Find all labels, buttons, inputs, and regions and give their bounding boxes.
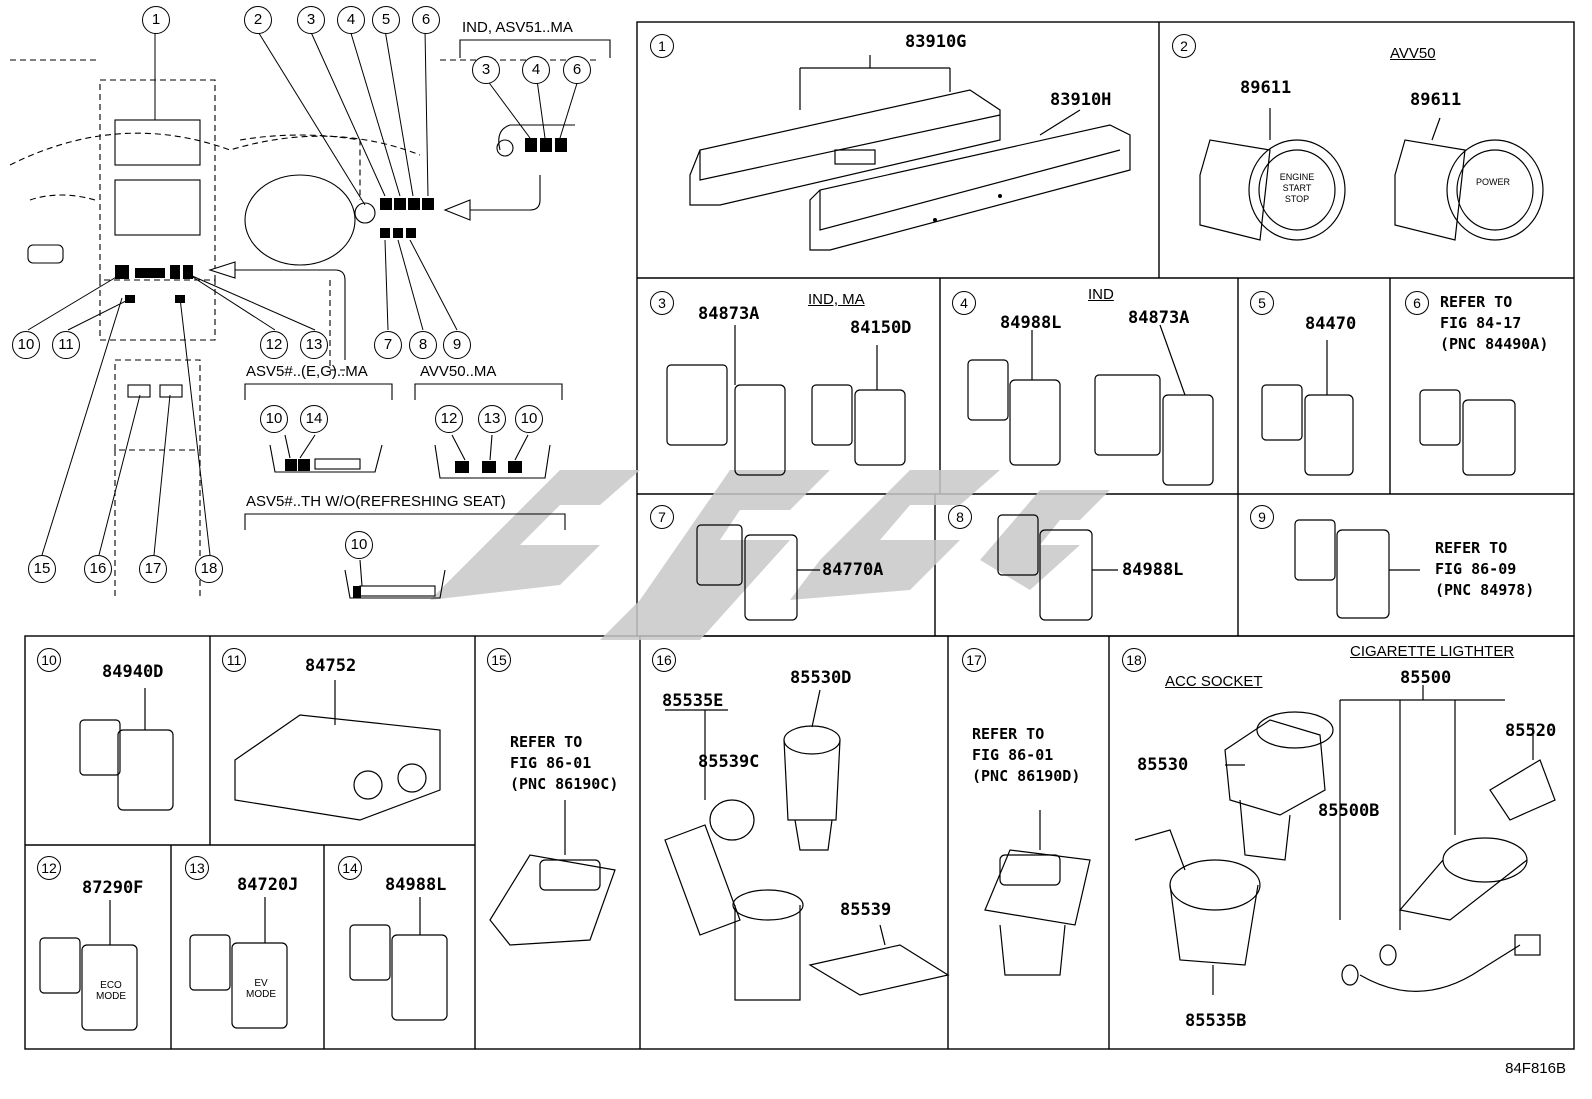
ev-mode-text: EV MODE bbox=[246, 978, 276, 1000]
panel-7-index: 7 bbox=[650, 505, 674, 529]
panel-18-index: 18 bbox=[1122, 648, 1146, 672]
panel-17-index: 17 bbox=[962, 648, 986, 672]
overview-callout-2[interactable]: 2 bbox=[244, 6, 272, 34]
panel-6-index: 6 bbox=[1405, 291, 1429, 315]
part-85530[interactable]: 85530 bbox=[1137, 755, 1189, 775]
overview-callout-17[interactable]: 17 bbox=[139, 555, 167, 583]
panel-4-index: 4 bbox=[952, 291, 976, 315]
panel-11-index: 11 bbox=[222, 648, 246, 672]
panel-2-sublabel: AVV50 bbox=[1390, 45, 1436, 62]
inset-th-callout-10[interactable]: 10 bbox=[345, 531, 373, 559]
inset-ind-asv51-label: IND, ASV51..MA bbox=[462, 19, 573, 36]
inset-asv5-th-label: ASV5#..TH W/O(REFRESHING SEAT) bbox=[246, 493, 506, 510]
panel-6-note: REFER TO FIG 84-17 (PNC 84490A) bbox=[1440, 293, 1549, 353]
panel-12-index: 12 bbox=[37, 856, 61, 880]
part-84988L-p8[interactable]: 84988L bbox=[1122, 560, 1184, 580]
part-87290F[interactable]: 87290F bbox=[82, 878, 144, 898]
panel-13-index: 13 bbox=[185, 856, 209, 880]
panel-8-index: 8 bbox=[948, 505, 972, 529]
part-84470[interactable]: 84470 bbox=[1305, 314, 1357, 334]
part-84752[interactable]: 84752 bbox=[305, 656, 357, 676]
inset-switch-blocks bbox=[285, 459, 522, 598]
panel-15-index: 15 bbox=[487, 648, 511, 672]
part-85539C[interactable]: 85539C bbox=[698, 752, 760, 772]
overview-callout-12[interactable]: 12 bbox=[260, 331, 288, 359]
overview-callout-7[interactable]: 7 bbox=[374, 331, 402, 359]
cigarette-lighter-label: CIGARETTE LIGTHTER bbox=[1350, 643, 1515, 660]
engine-start-stop-text: ENGINE START STOP bbox=[1279, 172, 1315, 204]
part-84988L-p14[interactable]: 84988L bbox=[385, 875, 447, 895]
part-83910H[interactable]: 83910H bbox=[1050, 90, 1112, 110]
watermark bbox=[430, 470, 1110, 640]
panel2-drawing bbox=[1199, 108, 1544, 241]
overview-callout-4[interactable]: 4 bbox=[337, 6, 365, 34]
inset-asv5-eg-label: ASV5#..(E,G)..MA bbox=[246, 363, 368, 380]
inset-eg-callout-10[interactable]: 10 bbox=[260, 405, 288, 433]
panel-5-index: 5 bbox=[1250, 291, 1274, 315]
inset-avv50-label: AVV50..MA bbox=[420, 363, 497, 380]
part-85535E[interactable]: 85535E bbox=[662, 691, 724, 711]
panel-15-note: REFER TO FIG 86-01 (PNC 86190C) bbox=[510, 733, 619, 793]
overview-callout-18[interactable]: 18 bbox=[195, 555, 223, 583]
dashboard-overview bbox=[9, 39, 611, 600]
overview-callout-11[interactable]: 11 bbox=[52, 331, 80, 359]
overview-callout-8[interactable]: 8 bbox=[409, 331, 437, 359]
overview-callout-13[interactable]: 13 bbox=[300, 331, 328, 359]
part-89611-b[interactable]: 89611 bbox=[1410, 90, 1462, 110]
overview-callout-1[interactable]: 1 bbox=[142, 6, 170, 34]
part-84720J[interactable]: 84720J bbox=[237, 875, 299, 895]
overview-callout-16[interactable]: 16 bbox=[84, 555, 112, 583]
panel-16-index: 16 bbox=[652, 648, 676, 672]
inset-eg-callout-14[interactable]: 14 bbox=[300, 405, 328, 433]
panel-1-index: 1 bbox=[650, 34, 674, 58]
panel-17-note: REFER TO FIG 86-01 (PNC 86190D) bbox=[972, 725, 1081, 785]
overview-insets bbox=[244, 383, 566, 599]
part-84873A-p4[interactable]: 84873A bbox=[1128, 308, 1190, 328]
overview-leaders bbox=[27, 29, 579, 556]
part-85520[interactable]: 85520 bbox=[1505, 721, 1557, 741]
part-83910G[interactable]: 83910G bbox=[905, 32, 967, 52]
part-85500[interactable]: 85500 bbox=[1400, 668, 1452, 688]
acc-socket-label: ACC SOCKET bbox=[1165, 673, 1263, 690]
panel1-drawing bbox=[689, 55, 1131, 251]
lower-grid-frame bbox=[24, 635, 1575, 1050]
power-text: POWER bbox=[1476, 177, 1511, 187]
overview-callout-15[interactable]: 15 bbox=[28, 555, 56, 583]
part-85539[interactable]: 85539 bbox=[840, 900, 892, 920]
part-85500B[interactable]: 85500B bbox=[1318, 801, 1380, 821]
part-84940D[interactable]: 84940D bbox=[102, 662, 164, 682]
overview-callout-10[interactable]: 10 bbox=[12, 331, 40, 359]
inset-ind-callout-6[interactable]: 6 bbox=[563, 56, 591, 84]
panel-4-sublabel: IND bbox=[1088, 286, 1114, 303]
inset-ind-callout-3[interactable]: 3 bbox=[472, 56, 500, 84]
panel-14-index: 14 bbox=[338, 856, 362, 880]
part-85530D[interactable]: 85530D bbox=[790, 668, 852, 688]
part-85535B[interactable]: 85535B bbox=[1185, 1011, 1247, 1031]
overview-callout-9[interactable]: 9 bbox=[443, 331, 471, 359]
part-84770A[interactable]: 84770A bbox=[822, 560, 884, 580]
eco-mode-text: ECO MODE bbox=[96, 980, 126, 1002]
part-84988L-p4[interactable]: 84988L bbox=[1000, 313, 1062, 333]
part-84873A[interactable]: 84873A bbox=[698, 304, 760, 324]
panel-3-index: 3 bbox=[650, 291, 674, 315]
inset-avv-callout-12[interactable]: 12 bbox=[435, 405, 463, 433]
part-84150D[interactable]: 84150D bbox=[850, 318, 912, 338]
inset-ind-callout-4[interactable]: 4 bbox=[522, 56, 550, 84]
inset-avv-callout-10[interactable]: 10 bbox=[515, 405, 543, 433]
panel-2-index: 2 bbox=[1172, 34, 1196, 58]
part-89611-a[interactable]: 89611 bbox=[1240, 78, 1292, 98]
panel-9-index: 9 bbox=[1250, 505, 1274, 529]
panel-3-sublabel: IND, MA bbox=[808, 291, 865, 308]
dashboard-switch-blocks bbox=[115, 138, 567, 303]
overview-callout-6[interactable]: 6 bbox=[412, 6, 440, 34]
panel-10-index: 10 bbox=[37, 648, 61, 672]
panel-9-note: REFER TO FIG 86-09 (PNC 84978) bbox=[1435, 539, 1535, 599]
overview-callout-3[interactable]: 3 bbox=[297, 6, 325, 34]
switch-drawings bbox=[39, 324, 1556, 1031]
diagram-code: 84F816B bbox=[1505, 1060, 1566, 1077]
inset-avv-callout-13[interactable]: 13 bbox=[478, 405, 506, 433]
overview-callout-5[interactable]: 5 bbox=[372, 6, 400, 34]
